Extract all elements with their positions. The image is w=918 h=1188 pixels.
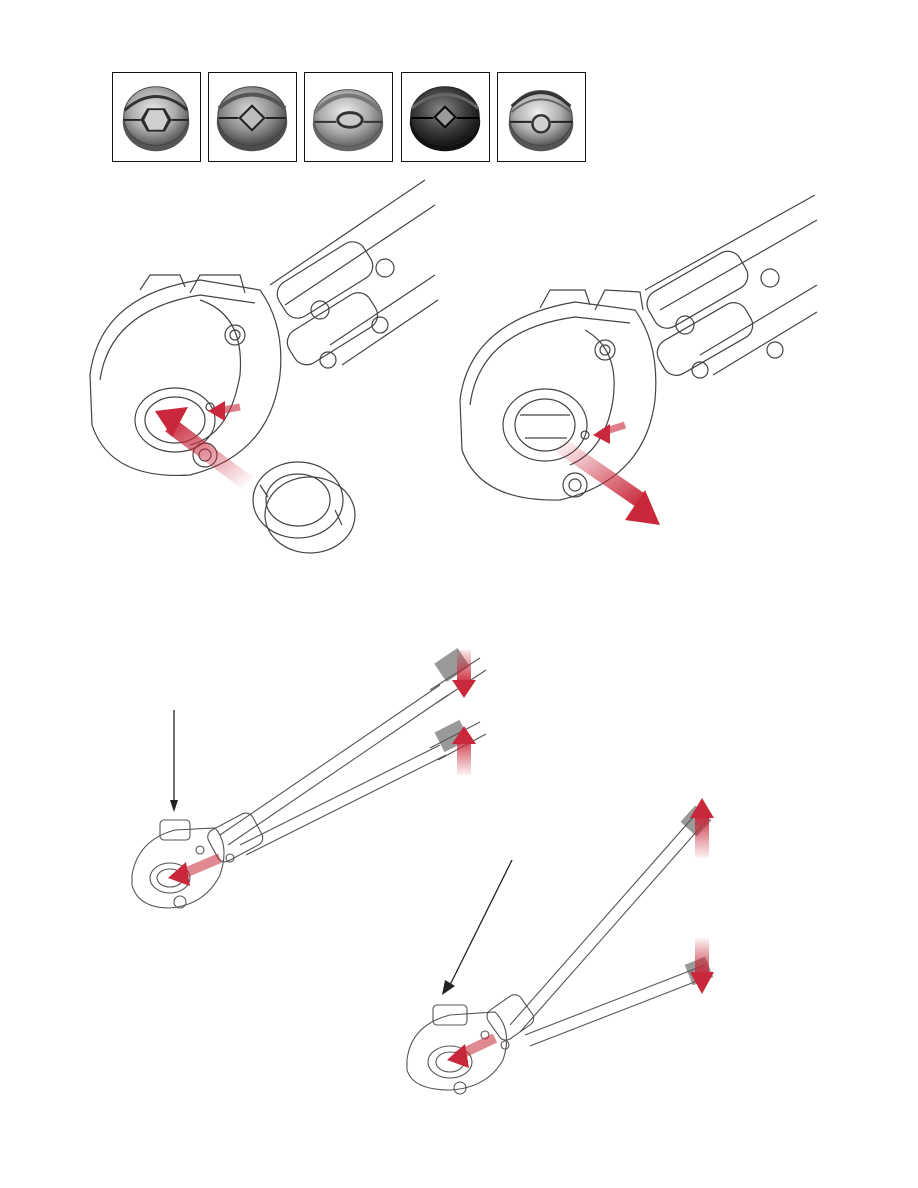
- die-insert-hexagon: [112, 72, 201, 162]
- pointer-arrow-head: [170, 800, 178, 812]
- remove-arrow: [560, 445, 640, 500]
- insert-die-illustration: [80, 175, 440, 560]
- dark-square-die-icon: [402, 73, 489, 161]
- oval-die-icon: [305, 73, 392, 161]
- pointer-arrow-head-diagonal: [442, 980, 455, 995]
- die-insert-square: [208, 72, 297, 162]
- handle-down-arrow: [452, 680, 476, 698]
- pointer-line-diagonal: [450, 860, 512, 985]
- hexagon-die-icon: [113, 73, 200, 161]
- round-die-icon: [498, 73, 585, 161]
- square-die-icon: [209, 73, 296, 161]
- die-insert-oval: [304, 72, 393, 162]
- die-insert-round: [497, 72, 586, 162]
- handles-close-illustration: [395, 790, 730, 1100]
- remove-die-illustration: [445, 190, 820, 560]
- insert-arrow: [170, 425, 250, 485]
- die-insert-dark-square: [401, 72, 490, 162]
